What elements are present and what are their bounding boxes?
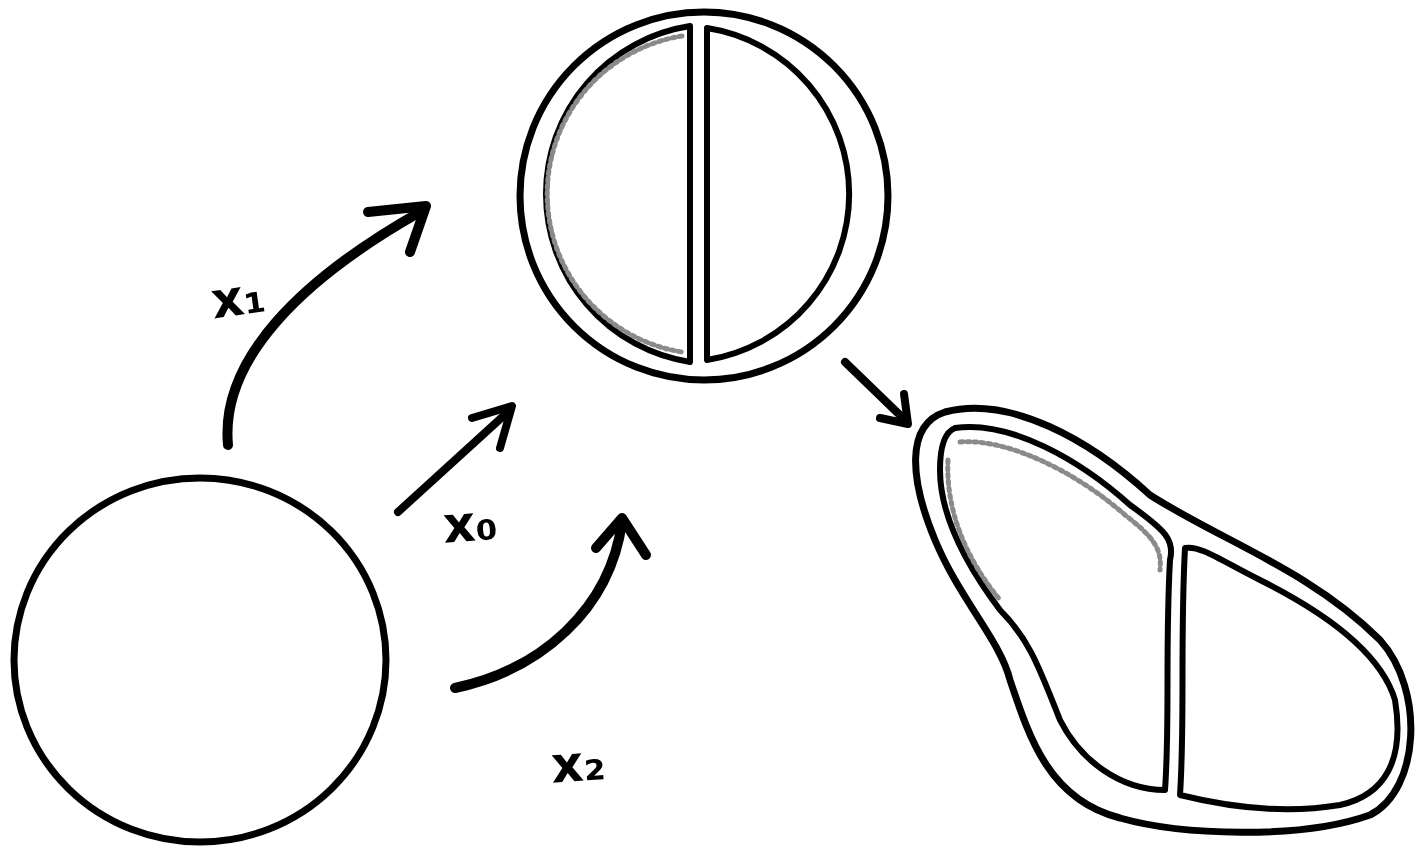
daughter-cell-left [940,427,1171,790]
stippled-wall [960,442,1160,570]
single-cell [14,478,386,842]
arrow-head [472,406,512,448]
stippled-wall [547,36,682,352]
dividing-cell-outer-wall [520,12,888,380]
arrow-label: x₂ [549,737,607,791]
arrow-shaft [227,212,420,445]
arrow-head [880,394,908,424]
expanded-cell-outer-wall [916,408,1411,832]
daughter-cell-right [1180,548,1398,810]
arrow-label: x₀ [441,497,499,551]
arrow-label: x₁ [208,269,269,326]
stippled-wall [948,460,1000,600]
daughter-cell-left [546,26,690,362]
arrow-shaft [845,362,905,420]
daughter-cell-right [707,28,849,360]
arrow-head [368,206,426,252]
arrow-head [596,518,646,555]
